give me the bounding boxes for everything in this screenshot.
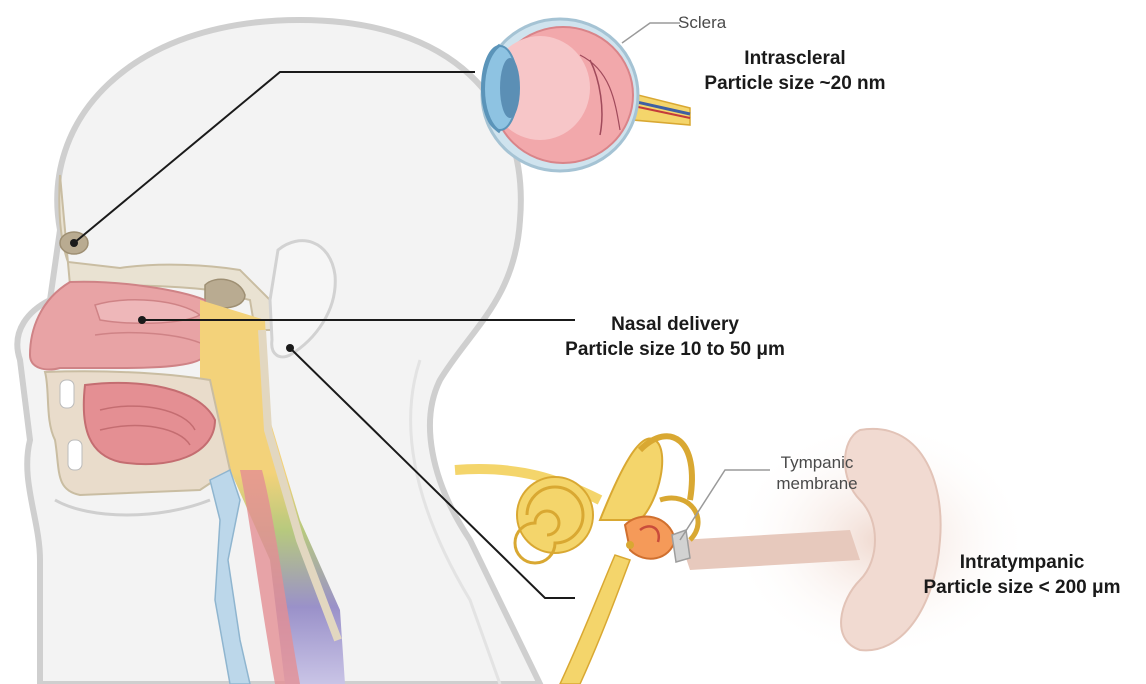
- nasal-particle-size: Particle size 10 to 50 μm: [520, 337, 830, 362]
- intratympanic-dot: [286, 344, 294, 352]
- intrascleral-particle-size: Particle size ~20 nm: [660, 71, 930, 96]
- nasal-label: Nasal delivery Particle size 10 to 50 μm: [520, 312, 830, 362]
- sclera-label: Sclera: [678, 12, 748, 33]
- sclera-leader-line: [622, 23, 680, 43]
- intrascleral-label: Intrascleral Particle size ~20 nm: [660, 46, 930, 96]
- nasal-dot: [138, 316, 146, 324]
- intratympanic-route: Intratympanic: [900, 550, 1144, 575]
- nasal-cavity: [30, 282, 205, 370]
- intrascleral-dot: [70, 239, 78, 247]
- intratympanic-label: Intratympanic Particle size < 200 μm: [900, 550, 1144, 600]
- tympanic-membrane-label: Tympanic membrane: [762, 452, 872, 494]
- tympanic-line-1: Tympanic: [762, 452, 872, 473]
- tympanic-line-2: membrane: [762, 473, 872, 494]
- eye-illustration: [482, 19, 690, 171]
- nasal-route: Nasal delivery: [520, 312, 830, 337]
- intrascleral-route: Intrascleral: [660, 46, 930, 71]
- intratympanic-particle-size: Particle size < 200 μm: [900, 575, 1144, 600]
